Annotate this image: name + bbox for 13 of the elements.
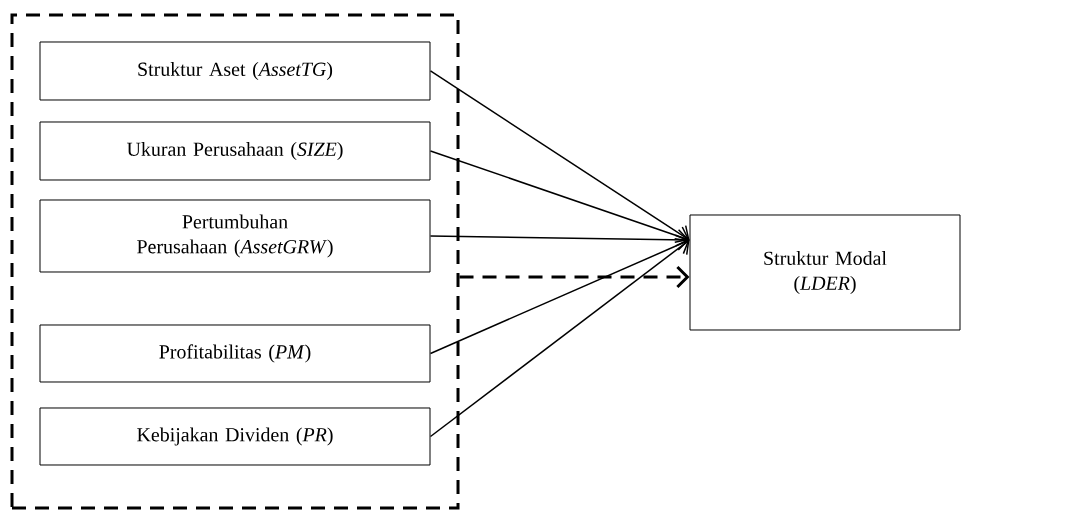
arrow bbox=[429, 70, 690, 244]
arrow bbox=[429, 238, 690, 438]
variable-box: Profitabilitas (PM) bbox=[39, 324, 431, 383]
variable-box: Struktur Modal (LDER) bbox=[689, 214, 961, 331]
arrow bbox=[429, 229, 690, 251]
arrow bbox=[429, 234, 690, 355]
arrow bbox=[459, 265, 690, 289]
dashed-group-box bbox=[10, 13, 460, 510]
variable-box: Pertumbuhan Perusahaan (AssetGRW) bbox=[39, 199, 431, 273]
variable-box: Struktur Aset (AssetTG) bbox=[39, 41, 431, 101]
variable-box: Kebijakan Dividen (PR) bbox=[39, 407, 431, 466]
variable-box: Ukuran Perusahaan (SIZE) bbox=[39, 121, 431, 181]
arrow bbox=[429, 150, 690, 247]
